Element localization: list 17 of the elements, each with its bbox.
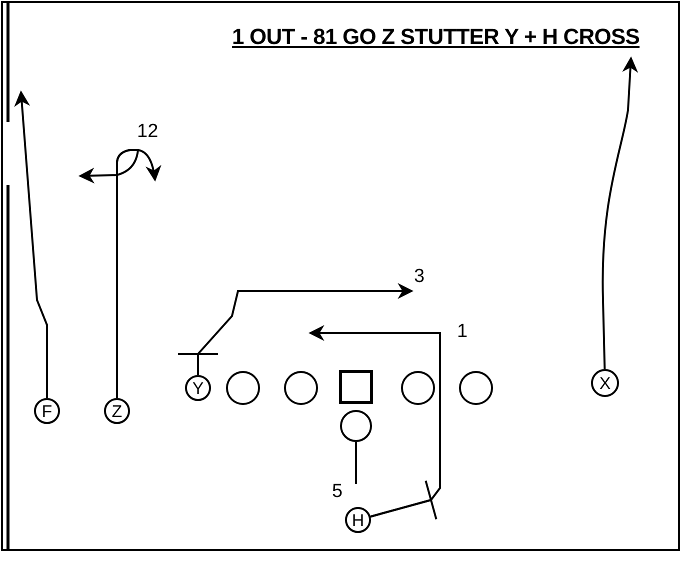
play-title: 1 OUT - 81 GO Z STUTTER Y + H CROSS bbox=[232, 24, 640, 50]
player-circle: F bbox=[34, 398, 60, 424]
route-arrow bbox=[14, 90, 48, 398]
lineman-circle bbox=[226, 371, 260, 405]
block-line bbox=[370, 480, 438, 520]
lineman-circle bbox=[340, 410, 372, 442]
lineman-circle bbox=[401, 371, 435, 405]
player-circle: Y bbox=[185, 375, 211, 401]
route-arrow bbox=[116, 149, 162, 398]
player-circle: Z bbox=[104, 398, 130, 424]
lineman-circle bbox=[284, 371, 318, 405]
route-line bbox=[355, 442, 357, 484]
player-circle: H bbox=[345, 507, 371, 533]
center-square bbox=[339, 370, 373, 404]
player-circle: X bbox=[591, 369, 619, 397]
lineman-circle bbox=[459, 371, 493, 405]
route-arrow bbox=[602, 56, 638, 370]
